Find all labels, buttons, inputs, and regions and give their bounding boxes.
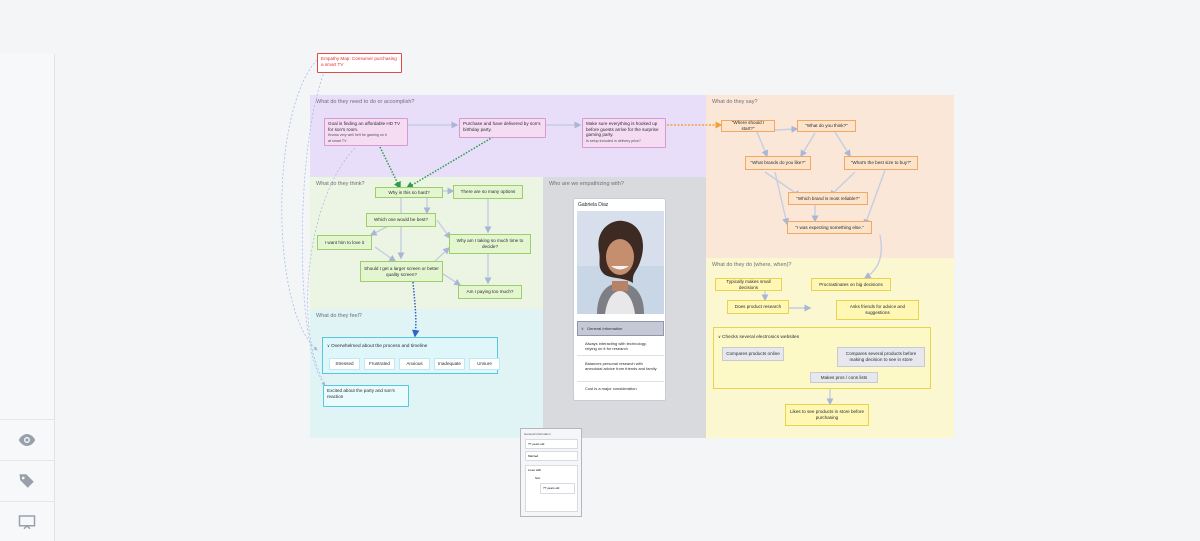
feel-chips: Stressed Frustrated Anxious Inadequate U… <box>329 358 500 370</box>
act-note-in-store[interactable]: Likes to see products in store before pu… <box>785 404 869 426</box>
persona-section-title: General Information <box>587 326 622 331</box>
feel-header-text: Overwhelmed about the process and timeli… <box>331 344 427 349</box>
minimap-panel[interactable]: General Information ?? years old Married… <box>520 428 582 517</box>
minimap-row: ?? years old <box>540 483 575 494</box>
act-note-procrastinates[interactable]: Procrastinates on big decisions <box>811 278 891 291</box>
feel-chip[interactable]: Inadequate <box>434 358 465 370</box>
present-button[interactable] <box>0 501 54 541</box>
think-note-taking-time[interactable]: Why am I taking so much time to decide? <box>449 234 531 254</box>
persona-photo <box>577 211 664 314</box>
minimap-row: Son <box>535 476 540 480</box>
title-note[interactable]: Empathy Map: Consumer purchasing a smart… <box>317 53 402 73</box>
act-note-compares-online[interactable]: Compares products online <box>722 347 784 361</box>
divider <box>577 381 664 382</box>
think-note-which-best[interactable]: Which one would be best? <box>366 213 436 227</box>
think-note-screen[interactable]: Should I get a larger screen or better q… <box>360 261 443 282</box>
persona-fact: Cost is a major consideration <box>585 386 659 391</box>
act-group-websites[interactable]: ∨ Checks several electronics websites Co… <box>713 327 931 389</box>
chevron-down-icon: ∨ <box>581 326 584 331</box>
do-note-purchase[interactable]: Purchase and have delivered by son's bir… <box>459 118 546 138</box>
say-note-reliable[interactable]: "Which brand is most reliable?" <box>788 192 868 205</box>
do-note-goal-sub: Knows very well he'll be gaming on it <box>328 133 404 137</box>
feel-chip[interactable]: Frustrated <box>364 358 395 370</box>
say-note-size[interactable]: "What's the best size to buy?" <box>844 156 918 170</box>
tags-icon <box>18 472 36 490</box>
feel-group[interactable]: ∨ Overwhelmed about the process and time… <box>322 337 498 374</box>
persona-name: Gabriela Diaz <box>578 202 608 208</box>
do-note-goal-sub2: at smart TV <box>328 139 404 143</box>
minimap-group: Lives with Son ?? years old <box>525 465 578 512</box>
feel-chip[interactable]: Unsure <box>469 358 500 370</box>
think-note-love-it[interactable]: I want him to love it <box>317 235 372 250</box>
do-note-setup-text: Make sure everything is hooked up before… <box>586 121 659 137</box>
minimap-row: Married <box>525 451 578 461</box>
say-note-start[interactable]: "Where should I start?" <box>721 120 775 132</box>
act-note-small-decisions[interactable]: Typically makes small decisions <box>715 278 782 291</box>
do-note-setup-sub: Is setup included in delivery price? <box>586 139 662 143</box>
think-note-why-hard[interactable]: Why is this so hard? <box>375 187 443 198</box>
minimap-header: General Information <box>524 432 551 436</box>
present-icon <box>18 513 36 531</box>
act-note-compares-store[interactable]: Compares several products before making … <box>837 347 925 367</box>
act-group-header: ∨ Checks several electronics websites <box>718 334 799 340</box>
do-note-goal[interactable]: Goal is finding an affordable HD TV for … <box>324 118 408 146</box>
think-note-options[interactable]: There are so many options <box>453 185 523 199</box>
persona-section-header[interactable]: ∨ General Information <box>577 321 664 336</box>
feel-chip[interactable]: Stressed <box>329 358 360 370</box>
say-note-brands[interactable]: "What brands do you like?" <box>745 156 811 170</box>
minimap-row: Lives with <box>528 468 541 472</box>
feel-chip[interactable]: Anxious <box>399 358 430 370</box>
say-note-think[interactable]: "What do you think?" <box>797 120 856 132</box>
divider <box>577 355 664 356</box>
act-note-pros-cons[interactable]: Makes pros / cons lists <box>810 372 878 383</box>
do-note-setup[interactable]: Make sure everything is hooked up before… <box>582 118 666 148</box>
view-button[interactable] <box>0 419 54 459</box>
act-note-research[interactable]: Does product research <box>727 300 789 314</box>
persona-fact: Balances personal research with anecdota… <box>585 361 659 371</box>
persona-fact: Always interacting with technology, rely… <box>585 341 659 351</box>
feel-note-excited[interactable]: Excited about the party and son's reacti… <box>323 385 409 407</box>
persona-card[interactable]: Gabriela Diaz ∨ General Information Alwa… <box>573 198 666 401</box>
tags-button[interactable] <box>0 460 54 500</box>
say-note-expecting[interactable]: "I was expecting something else." <box>787 221 872 234</box>
do-note-goal-text: Goal is finding an affordable HD TV for … <box>328 121 400 132</box>
feel-group-header: ∨ Overwhelmed about the process and time… <box>327 343 427 349</box>
diagram-canvas[interactable]: What do they need to do or accomplish? W… <box>55 0 1200 541</box>
left-toolbar <box>0 54 55 541</box>
think-note-paying[interactable]: Am I paying too much? <box>458 285 522 299</box>
eye-icon <box>18 431 36 449</box>
act-group-title: Checks several electronics websites <box>722 335 799 340</box>
minimap-row: ?? years old <box>525 439 578 449</box>
act-note-friends[interactable]: Asks friends for advice and suggestions <box>836 300 919 320</box>
